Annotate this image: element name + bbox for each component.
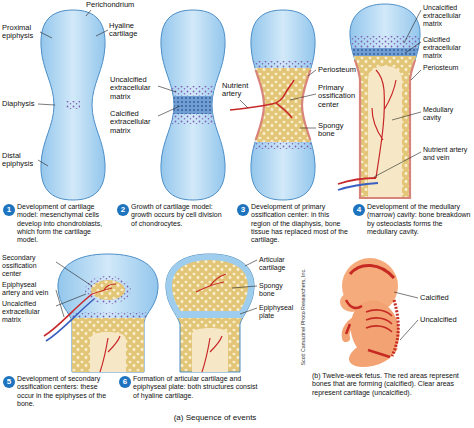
part-label: Periosteum [318,66,358,74]
articular-cartilage-bone [160,254,260,372]
part-label: Diaphysis [2,100,42,108]
part-label: Calcified extracellular matrix [110,110,160,135]
callout-text: 1 [7,205,11,214]
callout-number: 4 [353,204,365,216]
part-label: Uncalcified extracellular matrix [423,4,471,27]
callout-number: 6 [119,376,131,388]
part-label: Epiphyseal artery and vein [2,281,56,297]
panel-caption: (a) Sequence of events [150,414,280,423]
callout-text: 4 [357,205,361,214]
part-label: Epiphyseal plate [259,304,299,320]
callout-text: 6 [123,377,127,386]
part-label: Uncalcified extracellular matrix [2,300,56,323]
part-label: Periosteum [423,64,471,72]
callout-text: 3 [241,205,245,214]
callout-number: 5 [3,376,15,388]
part-label: Calcified [420,294,470,302]
part-label: Nutrient artery and vein [423,146,471,162]
leader-lines [38,10,421,340]
credit-watermark: Scott Camazine/ Photo Researchers, Inc. [301,258,307,376]
part-label: Secondary ossification center [2,254,56,277]
growing-cartilage-model [160,10,230,200]
part-label: Spongy bone [259,282,299,298]
part-label: Calcified extracellular matrix [423,36,471,59]
part-label: Medullary cavity [423,106,471,122]
fetus-photo [340,258,406,367]
step-caption: Growth of cartilage model: growth occurs… [131,203,229,228]
part-label: Primary ossification center [318,84,358,109]
part-label: Uncalcified [420,316,470,324]
step-caption: (b) Twelve-week fetus. The red areas rep… [312,372,470,397]
callout-text: 2 [121,205,125,214]
step-caption: Development of secondary ossification ce… [17,375,115,408]
part-label: Distal epiphysis [2,152,40,169]
step-caption: Development of the medullary (marrow) ca… [367,203,471,236]
callout-number: 3 [237,204,249,216]
step-caption: Development of primary ossification cent… [251,203,349,244]
part-label: Spongy bone [318,122,356,139]
part-label: Uncalcified extracellular matrix [110,76,160,101]
medullary-cavity-bone [338,4,430,198]
part-label: Proximal epiphysis [2,24,40,41]
part-label: Articular cartilage [259,256,299,272]
callout-text: 5 [7,377,11,386]
part-label: Nutrient artery [222,82,256,99]
step-caption: Formation of articular cartilage and epi… [133,375,261,400]
part-label: Perichondrium [86,1,148,9]
callout-number: 2 [117,204,129,216]
primary-ossification-bone [230,10,320,200]
part-label: Hyaline cartilage [109,22,153,39]
secondary-ossification-bone [44,254,160,378]
callout-number: 1 [3,204,15,216]
step-caption: Development of cartilage model: mesenchy… [17,203,112,244]
